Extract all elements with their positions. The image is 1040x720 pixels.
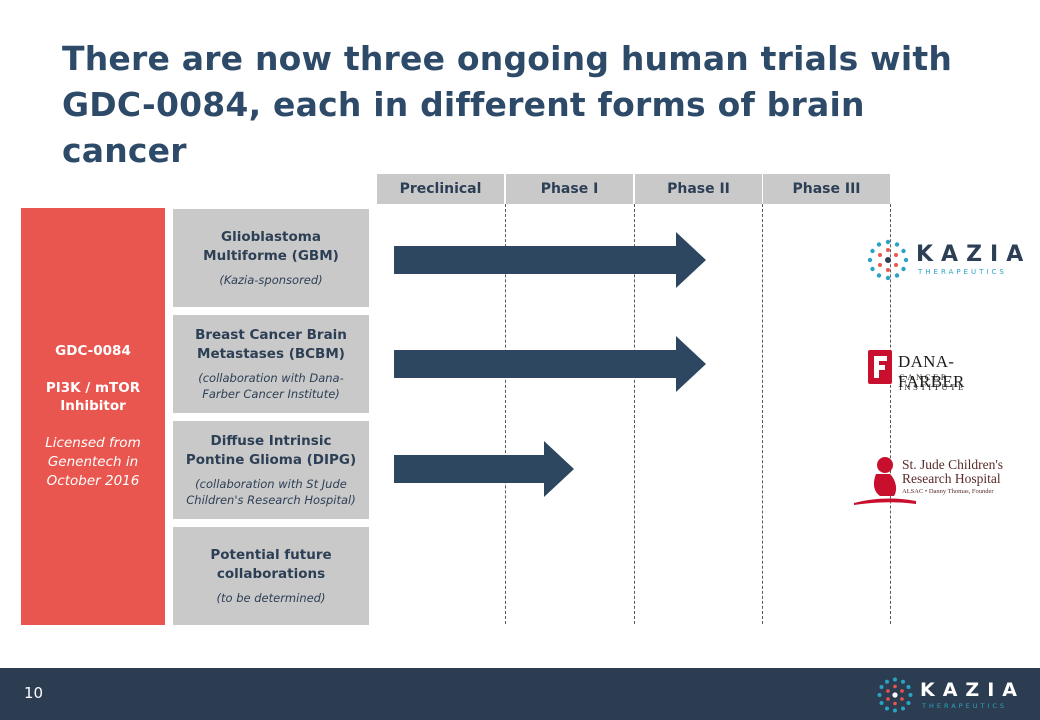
indication-title-line1: Diffuse Intrinsic bbox=[210, 433, 332, 449]
phase-header-preclinical: Preclinical bbox=[377, 174, 504, 204]
phase-header-phase-1: Phase I bbox=[506, 174, 633, 204]
indication-subtitle-line2: Farber Cancer Institute) bbox=[202, 387, 340, 401]
progress-arrow-bcbm bbox=[394, 336, 706, 392]
st-jude-logo-sub: ALSAC • Danny Thomas, Founder bbox=[902, 488, 994, 495]
st-jude-logo: St. Jude Children's Research Hospital AL… bbox=[854, 454, 1012, 506]
drug-license-line2: Genentech in bbox=[47, 454, 139, 470]
dana-farber-logo-sub: CANCER INSTITUTE bbox=[899, 372, 966, 392]
indication-subtitle-line1: (collaboration with Dana- bbox=[198, 371, 344, 385]
indication-bcbm: Breast Cancer Brain Metastases (BCBM) (c… bbox=[173, 315, 369, 413]
indication-subtitle: (Kazia-sponsored) bbox=[219, 273, 323, 287]
footer-kazia-logo-sub: THERAPEUTICS bbox=[922, 702, 1008, 710]
dana-farber-logo: DANA-FARBER CANCER INSTITUTE bbox=[868, 350, 1013, 392]
drug-mechanism-line1: PI3K / mTOR bbox=[45, 380, 141, 396]
footer-kazia-logo-word: KAZIA bbox=[920, 679, 1025, 701]
phase-divider bbox=[634, 204, 635, 624]
indication-title-line1: Breast Cancer Brain bbox=[195, 327, 347, 343]
st-jude-logo-word-line2: Research Hospital bbox=[902, 471, 1001, 486]
indication-title-line2: collaborations bbox=[216, 566, 326, 582]
phase-divider bbox=[890, 204, 891, 624]
progress-arrow-dipg bbox=[394, 441, 574, 497]
indication-title-line2: Metastases (BCBM) bbox=[197, 346, 345, 362]
indication-title-line1: Potential future bbox=[210, 547, 332, 563]
page-number: 10 bbox=[24, 684, 44, 702]
phase-divider bbox=[762, 204, 763, 624]
kazia-logo-sub: THERAPEUTICS bbox=[918, 268, 1007, 276]
st-jude-logo-word-line1: St. Jude Children's bbox=[902, 457, 1004, 472]
phase-divider bbox=[505, 204, 506, 624]
dana-farber-logo-icon bbox=[868, 350, 892, 384]
footer-kazia-logo-icon bbox=[877, 677, 913, 713]
kazia-logo: KAZIA THERAPEUTICS bbox=[866, 238, 1023, 282]
kazia-logo-icon bbox=[867, 239, 909, 281]
footer-kazia-logo: KAZIA THERAPEUTICS bbox=[876, 676, 1026, 714]
indication-title-line2: Multiforme (GBM) bbox=[203, 248, 339, 264]
indication-subtitle: (collaboration with St Jude Children's R… bbox=[186, 476, 356, 508]
drug-license-line3: October 2016 bbox=[46, 473, 140, 489]
dana-farber-logo-word: DANA-FARBER bbox=[898, 352, 965, 391]
indication-future: Potential future collaborations (to be d… bbox=[173, 527, 369, 625]
st-jude-logo-word: St. Jude Children's Research Hospital bbox=[902, 458, 1003, 486]
drug-info-box: GDC-0084 PI3K / mTOR Inhibitor Licensed … bbox=[21, 208, 165, 625]
kazia-logo-word: KAZIA bbox=[916, 242, 1032, 267]
footer-bar: 10 KAZIA THERAPEUTICS bbox=[0, 668, 1040, 720]
phase-header-phase-3: Phase III bbox=[763, 174, 890, 204]
drug-license-line1: Licensed from bbox=[45, 435, 141, 451]
progress-arrow-gbm bbox=[394, 232, 706, 288]
indication-subtitle-line2: Children's Research Hospital) bbox=[186, 493, 356, 507]
drug-mechanism-line2: Inhibitor bbox=[60, 398, 126, 414]
indication-title-line2: Pontine Glioma (DIPG) bbox=[185, 452, 357, 468]
slide-title: There are now three ongoing human trials… bbox=[62, 39, 953, 170]
drug-name: GDC-0084 bbox=[55, 343, 131, 359]
phase-header-phase-2: Phase II bbox=[635, 174, 762, 204]
indication-subtitle: (to be determined) bbox=[216, 591, 326, 605]
indication-subtitle-line1: (collaboration with St Jude bbox=[195, 477, 347, 491]
indication-subtitle: (collaboration with Dana- Farber Cancer … bbox=[198, 370, 344, 402]
st-jude-logo-icon bbox=[854, 457, 916, 505]
indication-dipg: Diffuse Intrinsic Pontine Glioma (DIPG) … bbox=[173, 421, 369, 519]
indication-gbm: Glioblastoma Multiforme (GBM) (Kazia-spo… bbox=[173, 209, 369, 307]
indication-title-line1: Glioblastoma bbox=[221, 229, 321, 245]
